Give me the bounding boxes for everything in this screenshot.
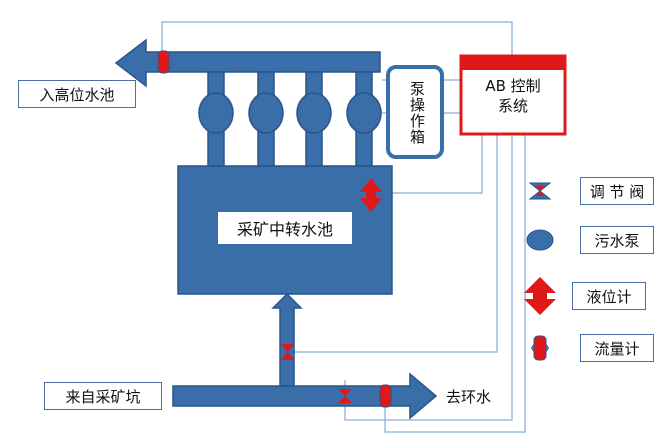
tank-label: 采矿中转水池 bbox=[218, 212, 352, 244]
control-system-label: AB 控制 系统 bbox=[464, 76, 562, 116]
inlet-riser bbox=[271, 292, 303, 387]
outlet-valve-icon bbox=[338, 389, 352, 403]
pump-box-label: 泵操作箱 bbox=[408, 81, 426, 145]
pump-3 bbox=[296, 92, 332, 134]
source-pipe bbox=[172, 372, 438, 420]
legend-valve-label: 调 节 阀 bbox=[580, 177, 654, 205]
pump-2 bbox=[248, 92, 284, 134]
legend-valve-icon bbox=[528, 182, 552, 200]
source-label: 来自采矿坑 bbox=[44, 382, 162, 410]
pumps bbox=[198, 92, 382, 134]
outlet-flowmeter-icon bbox=[379, 384, 392, 408]
legend-pump-label: 污水泵 bbox=[580, 226, 654, 254]
legend-pump-icon bbox=[526, 229, 554, 251]
control-system-line2: 系统 bbox=[497, 97, 528, 115]
header-pipe bbox=[114, 38, 381, 88]
tank-level-gauge-icon bbox=[360, 178, 382, 212]
control-system-line1: AB 控制 bbox=[485, 77, 541, 95]
control-system-bar bbox=[461, 56, 565, 70]
pump-box-frame bbox=[386, 65, 444, 159]
riser-valve-icon bbox=[281, 344, 294, 360]
legend-level-gauge-label: 液位计 bbox=[572, 282, 646, 310]
legend-flowmeter-icon bbox=[531, 335, 549, 361]
legend-level-gauge-icon bbox=[524, 277, 556, 315]
ring-water-label: 去环水 bbox=[446, 388, 492, 406]
pump-1 bbox=[198, 92, 234, 134]
high-pool-label: 入高位水池 bbox=[18, 80, 136, 108]
header-flowmeter-icon bbox=[155, 50, 172, 74]
legend-flowmeter-label: 流量计 bbox=[580, 334, 654, 362]
pump-4 bbox=[346, 92, 382, 134]
